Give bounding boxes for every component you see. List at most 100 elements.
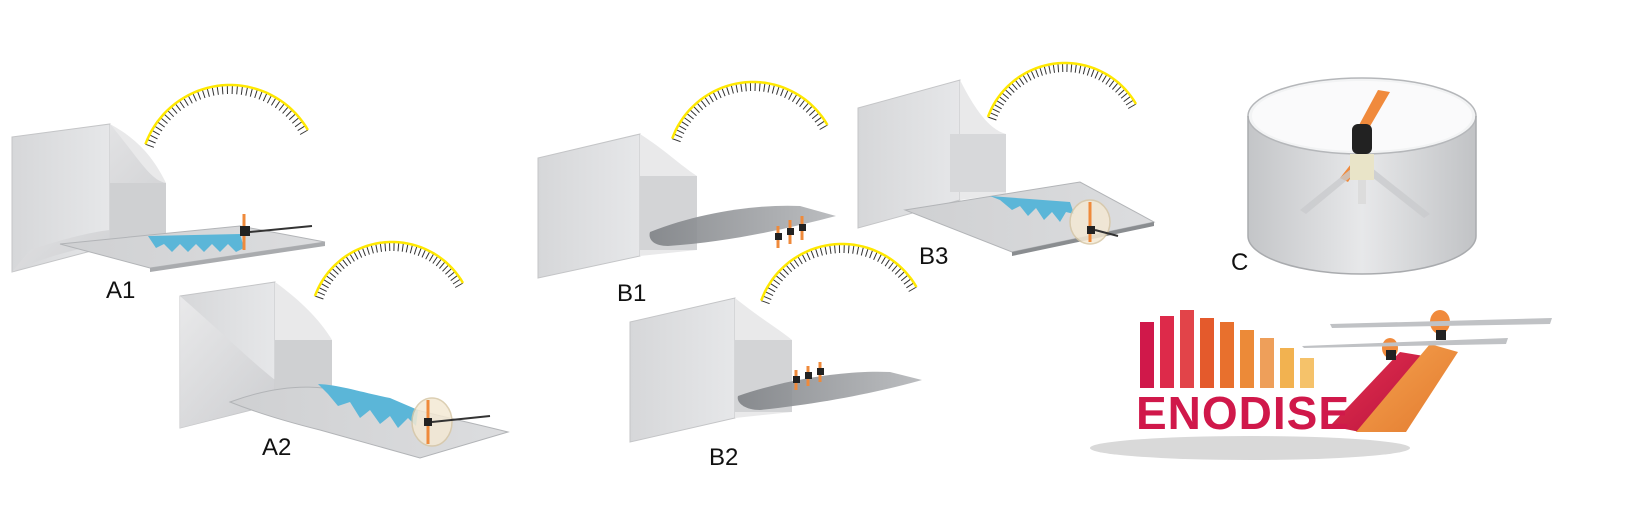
microphone-tick	[829, 244, 832, 254]
microphone-tick	[884, 258, 891, 267]
microphone-tick	[370, 244, 374, 254]
microphone-tick	[819, 246, 823, 256]
wind-tunnel-nozzle	[629, 297, 792, 443]
microphone-tick	[1098, 72, 1104, 81]
microphone-tick	[799, 99, 806, 108]
serrated-trailing-edge	[318, 384, 418, 428]
microphone-arc	[760, 242, 918, 305]
microphone-tick	[325, 275, 334, 282]
microphone-tick	[1007, 85, 1015, 93]
microphone-tick	[452, 278, 461, 285]
enodise-logo	[1090, 310, 1552, 460]
microphone-tick	[331, 267, 339, 275]
microphone-tick	[991, 107, 1000, 113]
microphone-tick	[314, 295, 324, 300]
microphone-tick	[421, 248, 427, 258]
microphone-tick	[262, 92, 268, 102]
microphone-tick	[338, 261, 345, 270]
ducted-propeller	[411, 397, 491, 447]
microphone-tick	[266, 94, 273, 104]
label-c: C	[1231, 249, 1249, 276]
microphone-tick	[780, 87, 785, 97]
setup-a2	[179, 240, 510, 459]
microphone-tick	[834, 244, 836, 254]
microphone-tick	[672, 138, 681, 143]
microphone-tick	[740, 82, 743, 92]
microphone-tick	[384, 242, 387, 252]
microphone-tick	[357, 249, 363, 258]
microphone-tick	[149, 134, 158, 140]
microphone-tick	[888, 261, 895, 270]
logo-bar	[1160, 316, 1174, 388]
microphone-tick	[716, 89, 722, 99]
wind-tunnel-nozzle	[537, 133, 697, 279]
microphone-arc	[313, 240, 465, 300]
microphone-tick	[1034, 68, 1039, 78]
microphone-tick	[735, 83, 739, 93]
microphone-tick	[397, 242, 400, 252]
microphone-tick	[725, 86, 730, 95]
microphone-tick	[318, 286, 327, 292]
microphone-tick	[328, 271, 337, 278]
microphone-tick	[1101, 74, 1108, 83]
microphone-tick	[1057, 63, 1060, 73]
microphone-tick	[428, 253, 435, 262]
microphone-tick	[151, 129, 160, 136]
microphone-tick	[432, 255, 439, 264]
microphone-tick	[1048, 64, 1051, 74]
microphone-tick	[147, 139, 156, 144]
serrated-trailing-edge	[990, 196, 1074, 222]
microphone-tick	[995, 99, 1005, 106]
microphone-tick	[316, 291, 326, 296]
microphone-tick	[811, 112, 820, 120]
microphone-tick	[1011, 82, 1018, 91]
microphone-tick	[1125, 99, 1134, 106]
microphone-tick	[817, 120, 826, 127]
microphone-tick	[1018, 76, 1025, 85]
microphone-tick	[808, 108, 817, 116]
microphone-tick	[278, 103, 285, 111]
microphone-tick	[772, 278, 781, 285]
microphone-tick	[174, 103, 182, 112]
microphone-tick	[167, 109, 175, 118]
label-b1: B1	[617, 280, 647, 307]
microphone-tick	[1094, 69, 1100, 79]
microphone-tick	[767, 286, 776, 293]
microphone-tick	[1086, 66, 1091, 76]
microphone-tick	[192, 92, 197, 102]
microphone-tick	[345, 255, 352, 264]
dark-plate	[649, 205, 836, 246]
microphone-tick	[450, 274, 459, 282]
microphone-tick	[211, 86, 215, 96]
logo-rotor-graphic	[1302, 310, 1552, 432]
microphone-tick	[1039, 66, 1043, 76]
microphone-tick	[435, 258, 443, 267]
microphone-tick	[154, 125, 163, 132]
microphone-tick	[789, 261, 796, 270]
microphone-tick	[805, 251, 811, 261]
microphone-tick	[788, 91, 794, 100]
microphone-tick	[683, 116, 692, 123]
microphone-tick	[775, 274, 783, 282]
microphone-tick	[361, 247, 366, 257]
microphone-tick	[183, 97, 189, 106]
microphone-tick	[673, 133, 683, 139]
microphone-tick	[856, 245, 860, 255]
microphone-tick	[852, 244, 855, 254]
microphone-tick	[274, 100, 281, 109]
microphone-arc-line	[671, 80, 829, 140]
microphone-tick	[805, 105, 813, 113]
label-a2: A2	[262, 434, 292, 461]
logo-bar	[1240, 330, 1254, 388]
microphone-tick	[903, 278, 912, 285]
logo-shadow	[1090, 436, 1410, 460]
microphone-tick	[258, 90, 263, 100]
microphone-tick	[1026, 72, 1032, 81]
setup-b1	[537, 80, 836, 279]
microphone-tick	[216, 85, 219, 95]
microphone-tick	[445, 267, 453, 275]
microphone-tick	[285, 109, 293, 117]
microphone-tick	[187, 95, 193, 104]
microphone-tick	[781, 267, 789, 275]
microphone-tick	[769, 282, 778, 289]
